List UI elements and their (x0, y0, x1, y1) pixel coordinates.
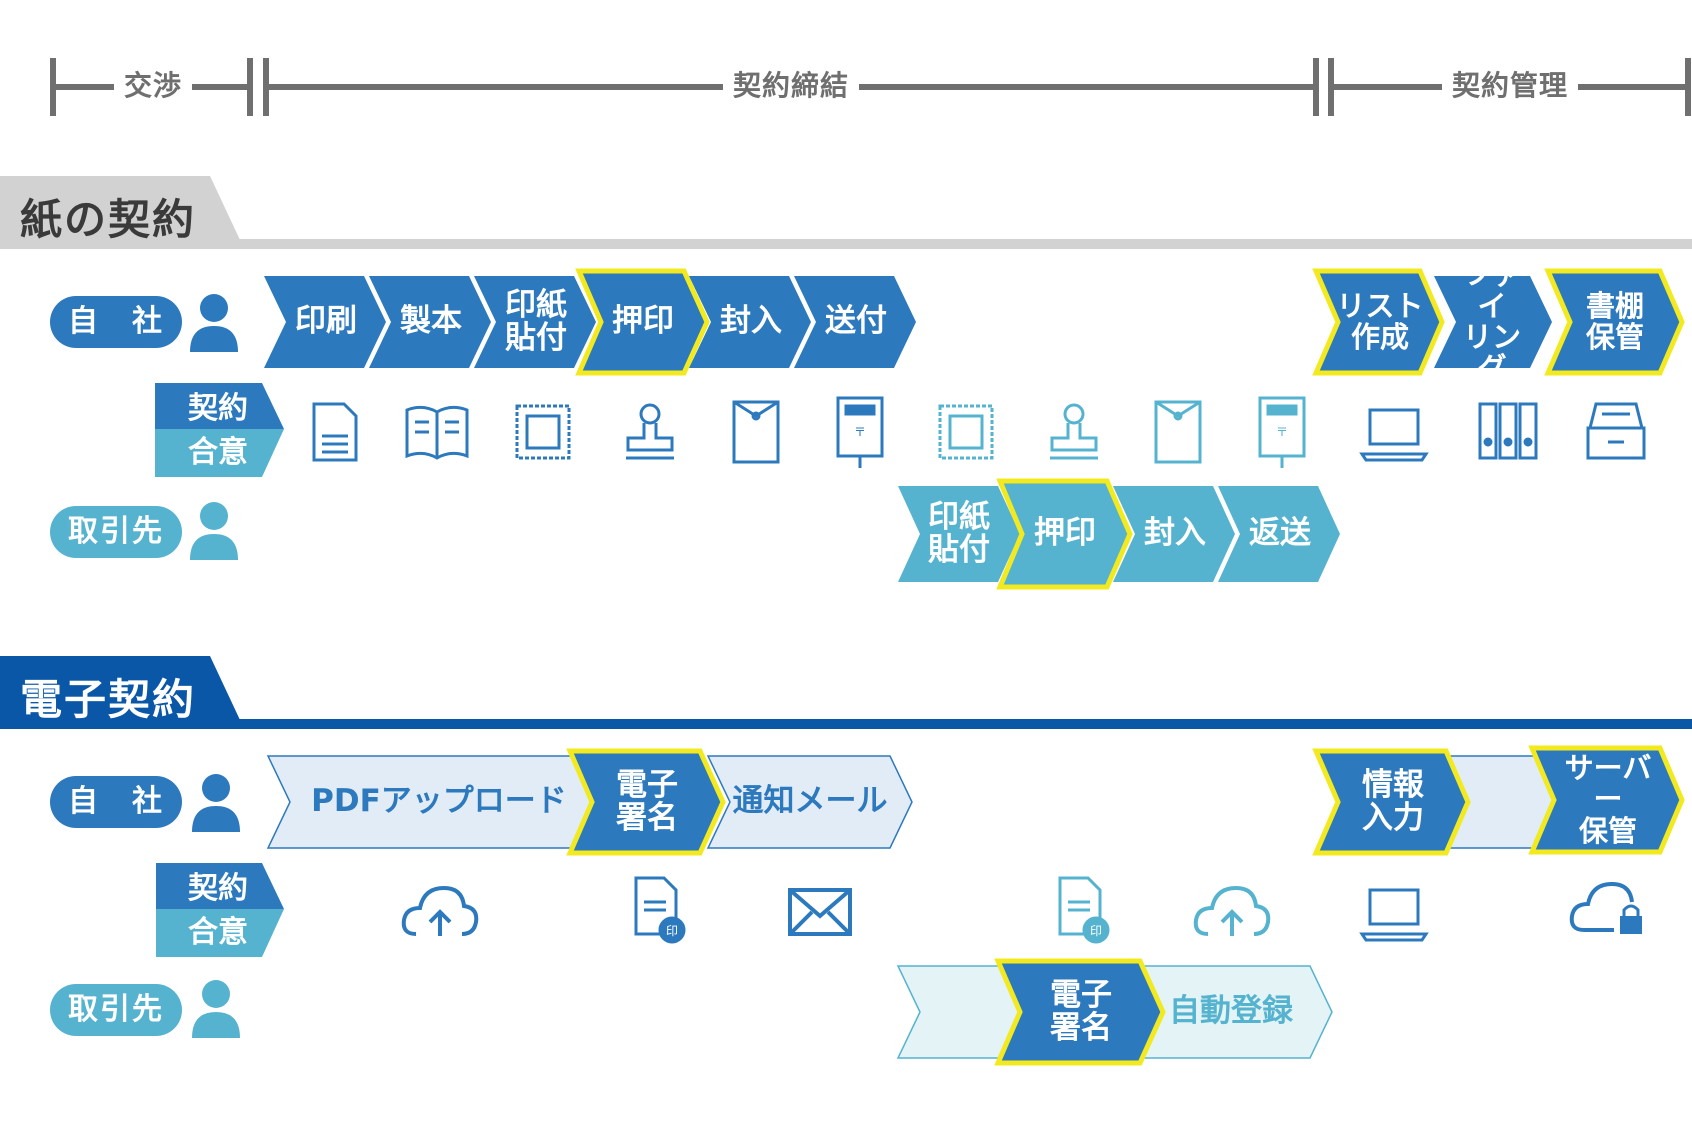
mailbox-icon: 〒 (836, 396, 884, 468)
mailbox-icon: 〒 (1258, 396, 1306, 468)
binders-icon (1478, 402, 1538, 460)
own-company-badge: 自 社 (50, 296, 182, 348)
seal-stamp-icon (1050, 403, 1098, 460)
person-icon (190, 502, 238, 560)
person-icon (190, 294, 238, 352)
paper-section-title: 紙の契約 (20, 195, 197, 244)
svg-text:〒: 〒 (854, 425, 866, 439)
person-icon (192, 980, 240, 1038)
electronic-section-header (0, 656, 1692, 729)
seal-stamp-icon (626, 403, 674, 460)
svg-text:印: 印 (1090, 924, 1102, 938)
partner-badge: 取引先 (50, 984, 182, 1036)
paper-section-header (0, 176, 1692, 249)
electronic-agreement-box (156, 863, 284, 957)
file-cabinet-icon (1586, 402, 1646, 460)
paper-manage-chevrons (1312, 268, 1685, 376)
document-icon (312, 402, 358, 462)
electronic-manage-chevrons (1312, 745, 1685, 856)
electronic-partner-chevrons (896, 958, 1333, 1066)
paper-own-chevrons (264, 268, 916, 376)
phase-negotiation: 交渉 (113, 64, 193, 108)
cloud-lock-icon (1569, 881, 1642, 934)
agreement-bottom-label: 合意 (188, 435, 248, 470)
svg-text:印: 印 (666, 924, 678, 938)
signed-document-icon: 印 (634, 876, 686, 944)
signed-document-icon: 印 (1058, 876, 1110, 944)
cloud-upload-icon (1193, 885, 1271, 936)
revenue-stamp-icon (938, 404, 994, 460)
svg-text:〒: 〒 (1276, 425, 1288, 439)
envelope-icon (732, 400, 780, 464)
mail-icon (788, 888, 852, 936)
paper-agreement-box (155, 383, 284, 477)
partner-badge: 取引先 (50, 506, 182, 558)
book-icon (405, 405, 469, 460)
agreement-top-label: 契約 (188, 871, 248, 906)
own-company-badge: 自 社 (50, 776, 182, 828)
agreement-top-label: 契約 (188, 391, 248, 426)
laptop-icon (1359, 888, 1429, 942)
envelope-icon (1154, 400, 1202, 464)
person-icon (192, 774, 240, 832)
laptop-icon (1359, 408, 1429, 462)
agreement-bottom-label: 合意 (188, 915, 248, 950)
phase-management: 契約管理 (1441, 64, 1579, 108)
revenue-stamp-icon (515, 404, 571, 460)
phase-conclusion: 契約締結 (722, 64, 860, 108)
electronic-section-title: 電子契約 (20, 675, 197, 724)
cloud-upload-icon (401, 885, 479, 936)
paper-partner-chevrons (898, 478, 1340, 590)
electronic-own-chevrons (266, 748, 913, 856)
